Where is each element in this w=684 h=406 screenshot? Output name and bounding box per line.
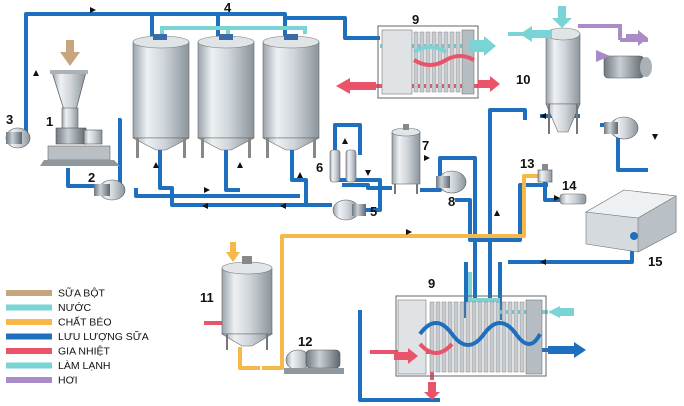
tank-b	[197, 34, 255, 158]
powder-mixer-1	[40, 40, 120, 166]
buffer-tank-7	[391, 124, 421, 194]
hx9-top-arrows	[336, 36, 500, 94]
label-8: 8	[448, 194, 455, 209]
legend-label: LÀM LẠNH	[58, 359, 111, 372]
legend-swatch	[6, 319, 52, 325]
pump-5	[332, 199, 366, 221]
legend-item: GIA NHIỆT	[6, 345, 111, 358]
label-15: 15	[648, 254, 662, 269]
label-14: 14	[562, 178, 577, 193]
milk-powder-arrow	[60, 40, 80, 66]
homogenizer-15	[585, 189, 677, 253]
legend-label: NƯỚC	[58, 301, 92, 314]
deaerator-10	[520, 6, 648, 134]
equipment-numbers: 1 2 3 4 5 6 7 8 9 9 10 11 12 13 14 15	[6, 0, 662, 349]
legend-item: NƯỚC	[6, 301, 92, 314]
legend-label: HƠI	[58, 375, 78, 387]
label-7: 7	[422, 138, 429, 153]
legend-item: LƯU LƯỢNG SỮA	[6, 330, 149, 343]
legend-swatch	[6, 304, 52, 311]
label-6: 6	[316, 160, 323, 175]
legend-label: SỮA BỘT	[58, 287, 105, 300]
legend-item: HƠI	[6, 375, 78, 387]
legend-label: GIA NHIỆT	[58, 345, 111, 358]
storage-tanks-4	[132, 34, 320, 158]
legend-swatch	[6, 377, 52, 383]
legend-item: LÀM LẠNH	[6, 359, 111, 372]
legend-swatch	[6, 362, 52, 369]
label-13: 13	[520, 156, 534, 171]
label-1: 1	[46, 114, 53, 129]
legend-item: CHẤT BÉO	[6, 316, 111, 329]
pump-deaerator	[604, 116, 639, 140]
label-4: 4	[224, 0, 232, 15]
flow-arrows	[33, 7, 658, 265]
legend-swatch	[6, 333, 52, 340]
pump-2	[94, 179, 126, 201]
valve-13	[537, 164, 553, 183]
label-3: 3	[6, 112, 13, 127]
pump-8	[436, 170, 467, 194]
filters-6	[329, 149, 357, 183]
pump-12	[284, 349, 344, 374]
plate-heat-exchanger-9-bottom	[394, 295, 586, 400]
plate-heat-exchanger-9-top	[377, 25, 479, 99]
label-9-bottom: 9	[428, 276, 435, 291]
pump-3	[5, 127, 31, 149]
tank-a	[132, 34, 190, 158]
legend-label: CHẤT BÉO	[58, 316, 111, 329]
label-9-top: 9	[412, 12, 419, 27]
label-5: 5	[370, 204, 377, 219]
fat-tank-11	[220, 242, 274, 350]
fat-pipe	[238, 174, 540, 370]
legend-item: SỮA BỘT	[6, 287, 105, 300]
vacuum-pump	[596, 50, 652, 79]
label-10: 10	[516, 72, 530, 87]
label-2: 2	[88, 170, 95, 185]
legend-label: LƯU LƯỢNG SỮA	[58, 330, 149, 343]
label-12: 12	[298, 334, 312, 349]
label-11: 11	[200, 290, 214, 305]
flow-meter-14	[559, 193, 587, 205]
legend-swatch	[6, 290, 52, 296]
legend-swatch	[6, 348, 52, 354]
tank-c	[262, 34, 320, 158]
